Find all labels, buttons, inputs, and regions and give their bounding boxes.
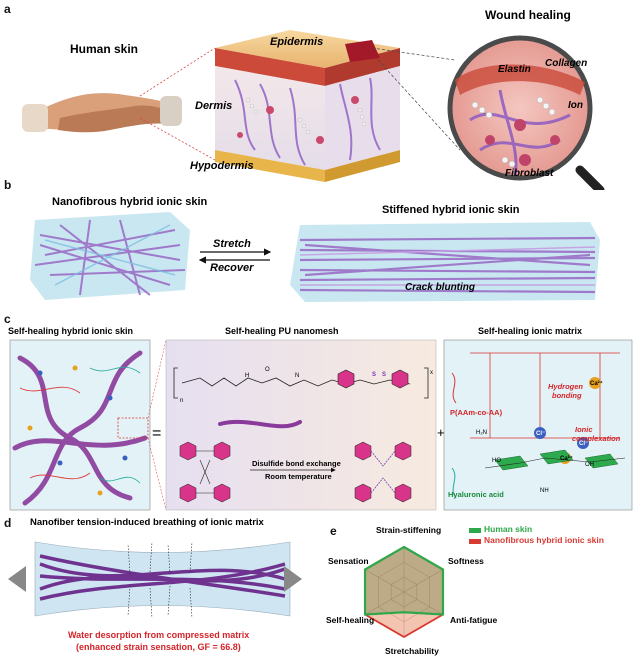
label-room-temperature: Room temperature bbox=[265, 472, 332, 481]
panel-d-letter: d bbox=[4, 516, 12, 530]
label-elastin: Elastin bbox=[498, 64, 531, 75]
label-epidermis: Epidermis bbox=[270, 36, 324, 48]
radar-chart bbox=[363, 528, 481, 639]
legend-label-human: Human skin bbox=[484, 524, 533, 534]
label-nanofibrous-skin: Nanofibrous hybrid ionic skin bbox=[52, 196, 208, 208]
label-c-plus: + bbox=[437, 425, 445, 440]
label-crack-blunting: Crack blunting bbox=[405, 282, 476, 293]
skin-block bbox=[215, 30, 400, 182]
label-stiffened-skin: Stiffened hybrid ionic skin bbox=[382, 204, 520, 216]
radar-legend bbox=[469, 528, 481, 544]
label-s-atom-1: S bbox=[372, 372, 377, 378]
label-d-desc2: (enhanced strain sensation, GF = 66.8) bbox=[76, 642, 241, 652]
label-h-atom: H bbox=[245, 373, 250, 379]
axis-label-softness: Softness bbox=[448, 556, 484, 566]
panel-a-illustration bbox=[22, 30, 605, 190]
panel-c-illustration bbox=[9, 339, 633, 511]
label-ca-2: Ca²⁺ bbox=[560, 456, 573, 462]
label-c-title-right: Self-healing ionic matrix bbox=[478, 326, 583, 336]
panel-d-illustration bbox=[8, 541, 302, 619]
legend-swatch-human bbox=[469, 528, 481, 533]
label-ca-1: Ca²⁺ bbox=[590, 381, 603, 387]
label-s-atom-2: S bbox=[382, 372, 387, 378]
label-collagen: Collagen bbox=[545, 58, 588, 69]
panel-c-letter: c bbox=[4, 312, 11, 326]
label-c-title-left: Self-healing hybrid ionic skin bbox=[8, 326, 134, 336]
label-h2n: H₂N bbox=[476, 430, 487, 436]
label-oh: OH bbox=[585, 462, 594, 468]
label-cl-2: Cl⁻ bbox=[579, 441, 589, 447]
label-nh: NH bbox=[540, 488, 549, 494]
label-disulfide: Disulfide bond exchange bbox=[252, 459, 341, 468]
legend-label-hybrid: Nanofibrous hybrid ionic skin bbox=[484, 535, 604, 545]
label-n-atom: N bbox=[295, 373, 300, 379]
label-fibroblast: Fibroblast bbox=[505, 168, 554, 179]
label-ion: Ion bbox=[568, 100, 583, 111]
stiffened-skin bbox=[290, 222, 600, 302]
axis-label-stretchability: Stretchability bbox=[385, 646, 439, 656]
axis-label-anti-fatigue: Anti-fatigue bbox=[450, 615, 498, 625]
panel-a-letter: a bbox=[4, 2, 11, 16]
label-ho: HO bbox=[492, 458, 501, 464]
label-c-equals: = bbox=[152, 425, 162, 442]
panel-b-letter: b bbox=[4, 178, 12, 192]
label-complexation: complexation bbox=[572, 434, 621, 443]
label-subscript-n: n bbox=[180, 398, 184, 404]
handshake-icon bbox=[22, 93, 182, 133]
radar-series-human bbox=[363, 545, 445, 616]
radar-series bbox=[363, 545, 445, 639]
axis-label-sensation: Sensation bbox=[328, 556, 369, 566]
label-recover: Recover bbox=[210, 262, 254, 274]
label-d-title: Nanofiber tension-induced breathing of i… bbox=[30, 517, 264, 528]
label-ionic: Ionic bbox=[575, 425, 593, 434]
label-hyaluronic: Hyaluronic acid bbox=[448, 490, 504, 499]
label-c-title-mid: Self-healing PU nanomesh bbox=[225, 326, 339, 336]
axis-label-self-healing: Self-healing bbox=[326, 615, 375, 625]
label-o-atom: O bbox=[265, 367, 270, 373]
label-hydrogen: Hydrogen bbox=[548, 382, 584, 391]
label-bonding: bonding bbox=[552, 391, 582, 400]
magnifier-icon bbox=[447, 35, 605, 190]
label-cl-1: Cl⁻ bbox=[536, 431, 546, 437]
relaxed-skin bbox=[30, 212, 190, 300]
panel-e-letter: e bbox=[330, 524, 337, 538]
axis-label-strain-stiffening: Strain-stiffening bbox=[376, 525, 442, 535]
benzene-ring-icon bbox=[337, 369, 409, 389]
legend-swatch-hybrid bbox=[469, 539, 481, 544]
label-stretch: Stretch bbox=[213, 238, 251, 250]
label-hypodermis: Hypodermis bbox=[190, 160, 254, 172]
label-d-desc1: Water desorption from compressed matrix bbox=[68, 630, 250, 640]
label-subscript-x: x bbox=[430, 370, 433, 376]
label-wound-healing: Wound healing bbox=[485, 8, 571, 22]
label-dermis: Dermis bbox=[195, 100, 233, 112]
label-human-skin: Human skin bbox=[70, 42, 139, 56]
panel-b-illustration bbox=[30, 212, 600, 302]
label-paam: P(AAm-co-AA) bbox=[450, 408, 503, 417]
